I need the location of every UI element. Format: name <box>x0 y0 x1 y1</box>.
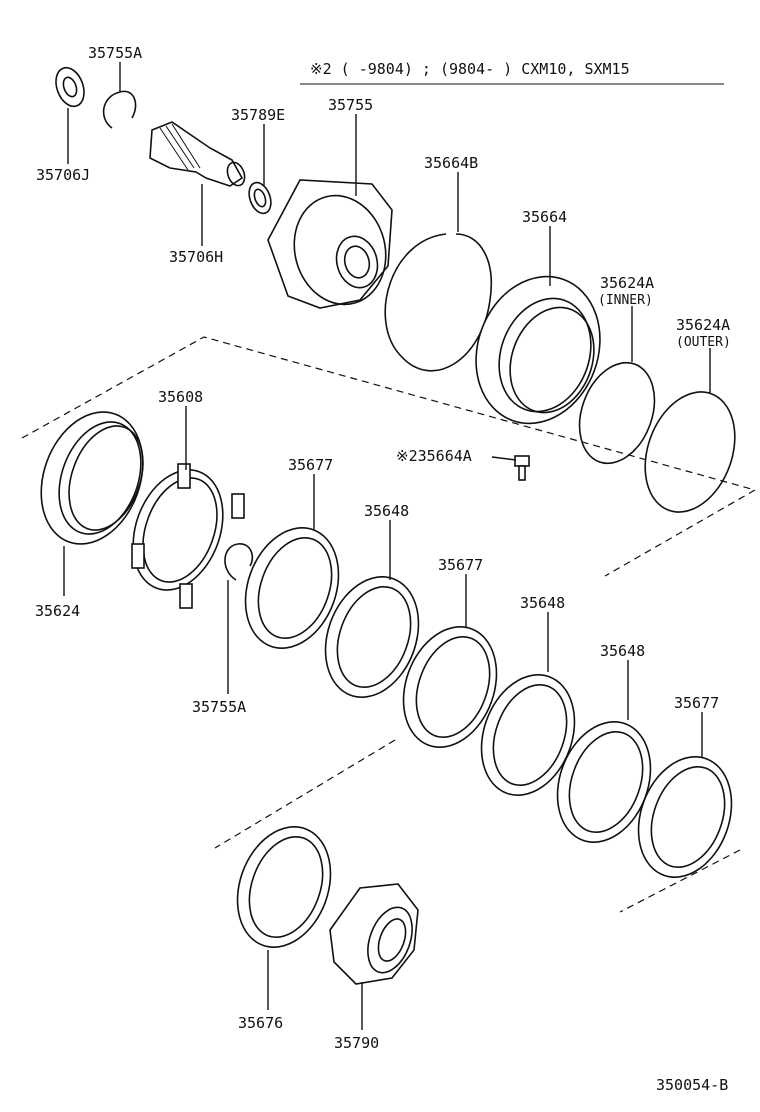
part-35664A-bolt <box>514 455 530 481</box>
label-35755: 35755 <box>328 96 373 114</box>
label-35677-b: 35677 <box>438 556 483 574</box>
part-35624A-inner-oring <box>578 361 656 465</box>
part-35624A-outer-oring <box>644 391 736 513</box>
label-35648-a: 35648 <box>364 502 409 520</box>
part-35664B-snap-ring <box>384 233 492 372</box>
part-35624-cylinder <box>40 411 144 545</box>
part-35648-plate-b <box>480 674 576 796</box>
part-35755-clutch-drum <box>267 179 393 309</box>
figure-code: 350054-B <box>656 1076 728 1094</box>
note-text: ※2 ( -9804) ; (9804- ) CXM10, SXM15 <box>310 60 630 78</box>
label-35755A-bottom: 35755A <box>192 698 246 716</box>
part-35676-flange <box>236 826 332 948</box>
leader-lines <box>63 62 711 1030</box>
label-35677-c: 35677 <box>674 694 719 712</box>
group-boundary-lower-right <box>619 849 741 913</box>
label-35648-c: 35648 <box>600 642 645 660</box>
part-35706J-bearing <box>55 66 85 108</box>
label-inner: (INNER) <box>598 293 653 308</box>
part-35790-hub <box>329 883 419 985</box>
label-outer: (OUTER) <box>676 335 731 350</box>
part-35608-spring-retainer <box>131 463 245 609</box>
label-35790: 35790 <box>334 1034 379 1052</box>
label-35624A-outer: 35624A <box>676 316 730 334</box>
label-35755A-top: 35755A <box>88 44 142 62</box>
label-35676: 35676 <box>238 1014 283 1032</box>
part-35664-piston <box>475 275 601 425</box>
part-35648-plate-a <box>324 576 420 698</box>
part-35755A-snap-ring-bottom <box>224 543 254 581</box>
label-35706J: 35706J <box>36 166 90 184</box>
label-35648-b: 35648 <box>520 594 565 612</box>
part-35789E-washer <box>248 181 272 215</box>
group-boundary-lower <box>214 739 396 849</box>
part-35677-disc-b <box>402 626 498 748</box>
label-35789E: 35789E <box>231 106 285 124</box>
group-boundary-upper <box>21 336 757 577</box>
part-35755A-snap-ring-top <box>102 90 137 129</box>
label-35624A-inner: 35624A <box>600 274 654 292</box>
part-35677-disc-a <box>244 527 340 649</box>
label-35664A: ※235664A <box>396 447 472 465</box>
part-35706H-shaft <box>149 121 246 187</box>
label-35664B: 35664B <box>424 154 478 172</box>
label-35624: 35624 <box>35 602 80 620</box>
label-35677-a: 35677 <box>288 456 333 474</box>
part-35677-disc-c <box>637 756 733 878</box>
label-35706H: 35706H <box>169 248 223 266</box>
label-35664: 35664 <box>522 208 567 226</box>
label-35608: 35608 <box>158 388 203 406</box>
